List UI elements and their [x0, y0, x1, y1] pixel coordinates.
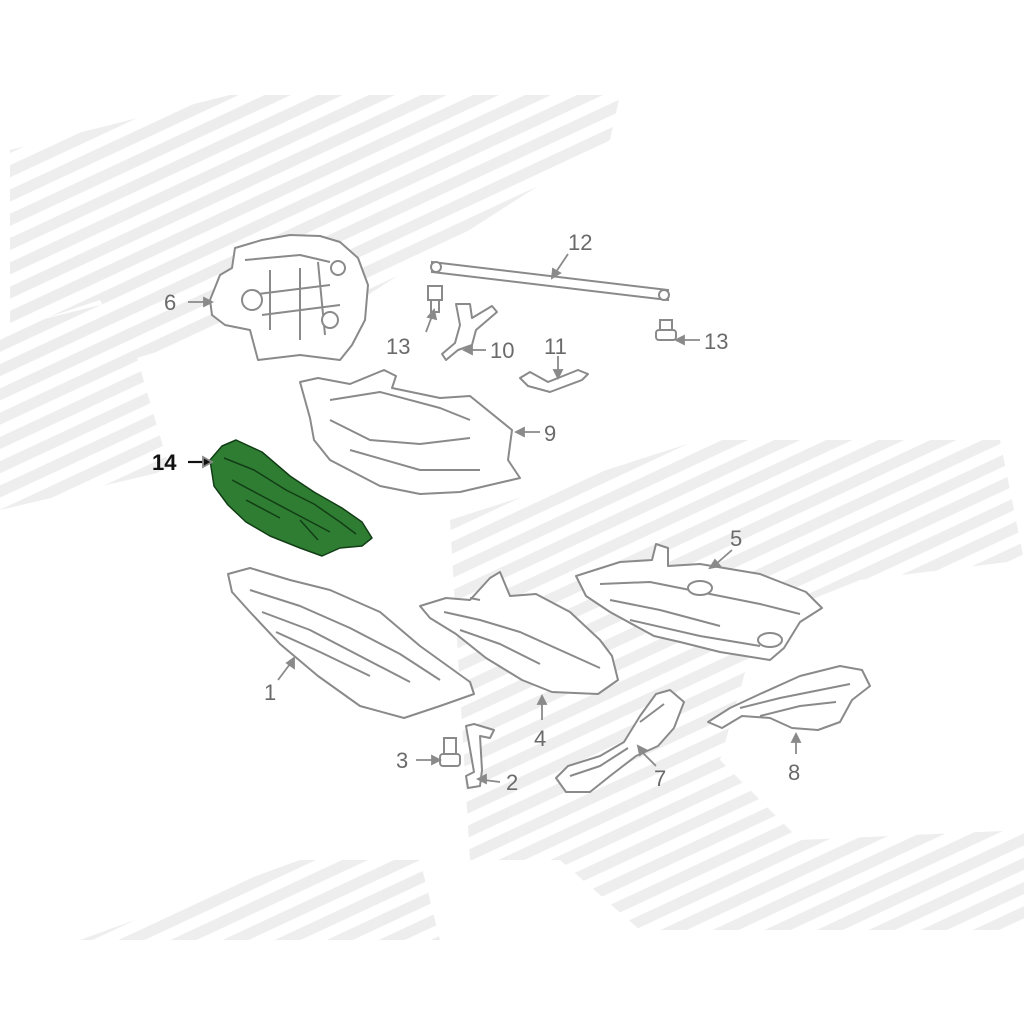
part-7-air-duct: [555, 689, 685, 793]
callout-6: 6: [164, 290, 177, 315]
callout-4: 4: [534, 726, 547, 751]
part-11-bracket: [519, 369, 589, 393]
callout-8: 8: [788, 760, 801, 785]
part-8-side-panel: [707, 665, 871, 731]
callout-7: 7: [654, 766, 667, 791]
part-4-center-undertray: [419, 571, 619, 695]
part-6-engine-cover: [209, 234, 369, 361]
callout-2: 2: [506, 770, 519, 795]
part-3-bolt: [439, 737, 461, 767]
callout-13-right: 13: [704, 329, 729, 354]
part-14-highlighted-shield: [209, 439, 373, 557]
part-2-bracket: [465, 723, 495, 789]
callout-11: 11: [544, 334, 567, 359]
callout-13-left: 13: [386, 334, 411, 359]
part-13-bolt-left: [427, 285, 443, 313]
part-1-front-undertray: [227, 567, 475, 719]
part-13-bolt-right: [655, 319, 677, 341]
callout-3: 3: [396, 748, 409, 773]
callout-10: 10: [490, 338, 515, 363]
callout-14: 14: [152, 450, 177, 475]
part-9-engine-undershield: [299, 369, 521, 495]
leader-lines: [188, 253, 802, 785]
callout-12: 12: [568, 230, 593, 255]
watermark-logo: [0, 95, 1024, 940]
part-12-brace-bar: [430, 260, 670, 302]
callout-1: 1: [264, 680, 277, 705]
part-5-rear-undertray: [575, 543, 823, 661]
callout-9: 9: [544, 421, 557, 446]
callout-5: 5: [730, 526, 743, 551]
